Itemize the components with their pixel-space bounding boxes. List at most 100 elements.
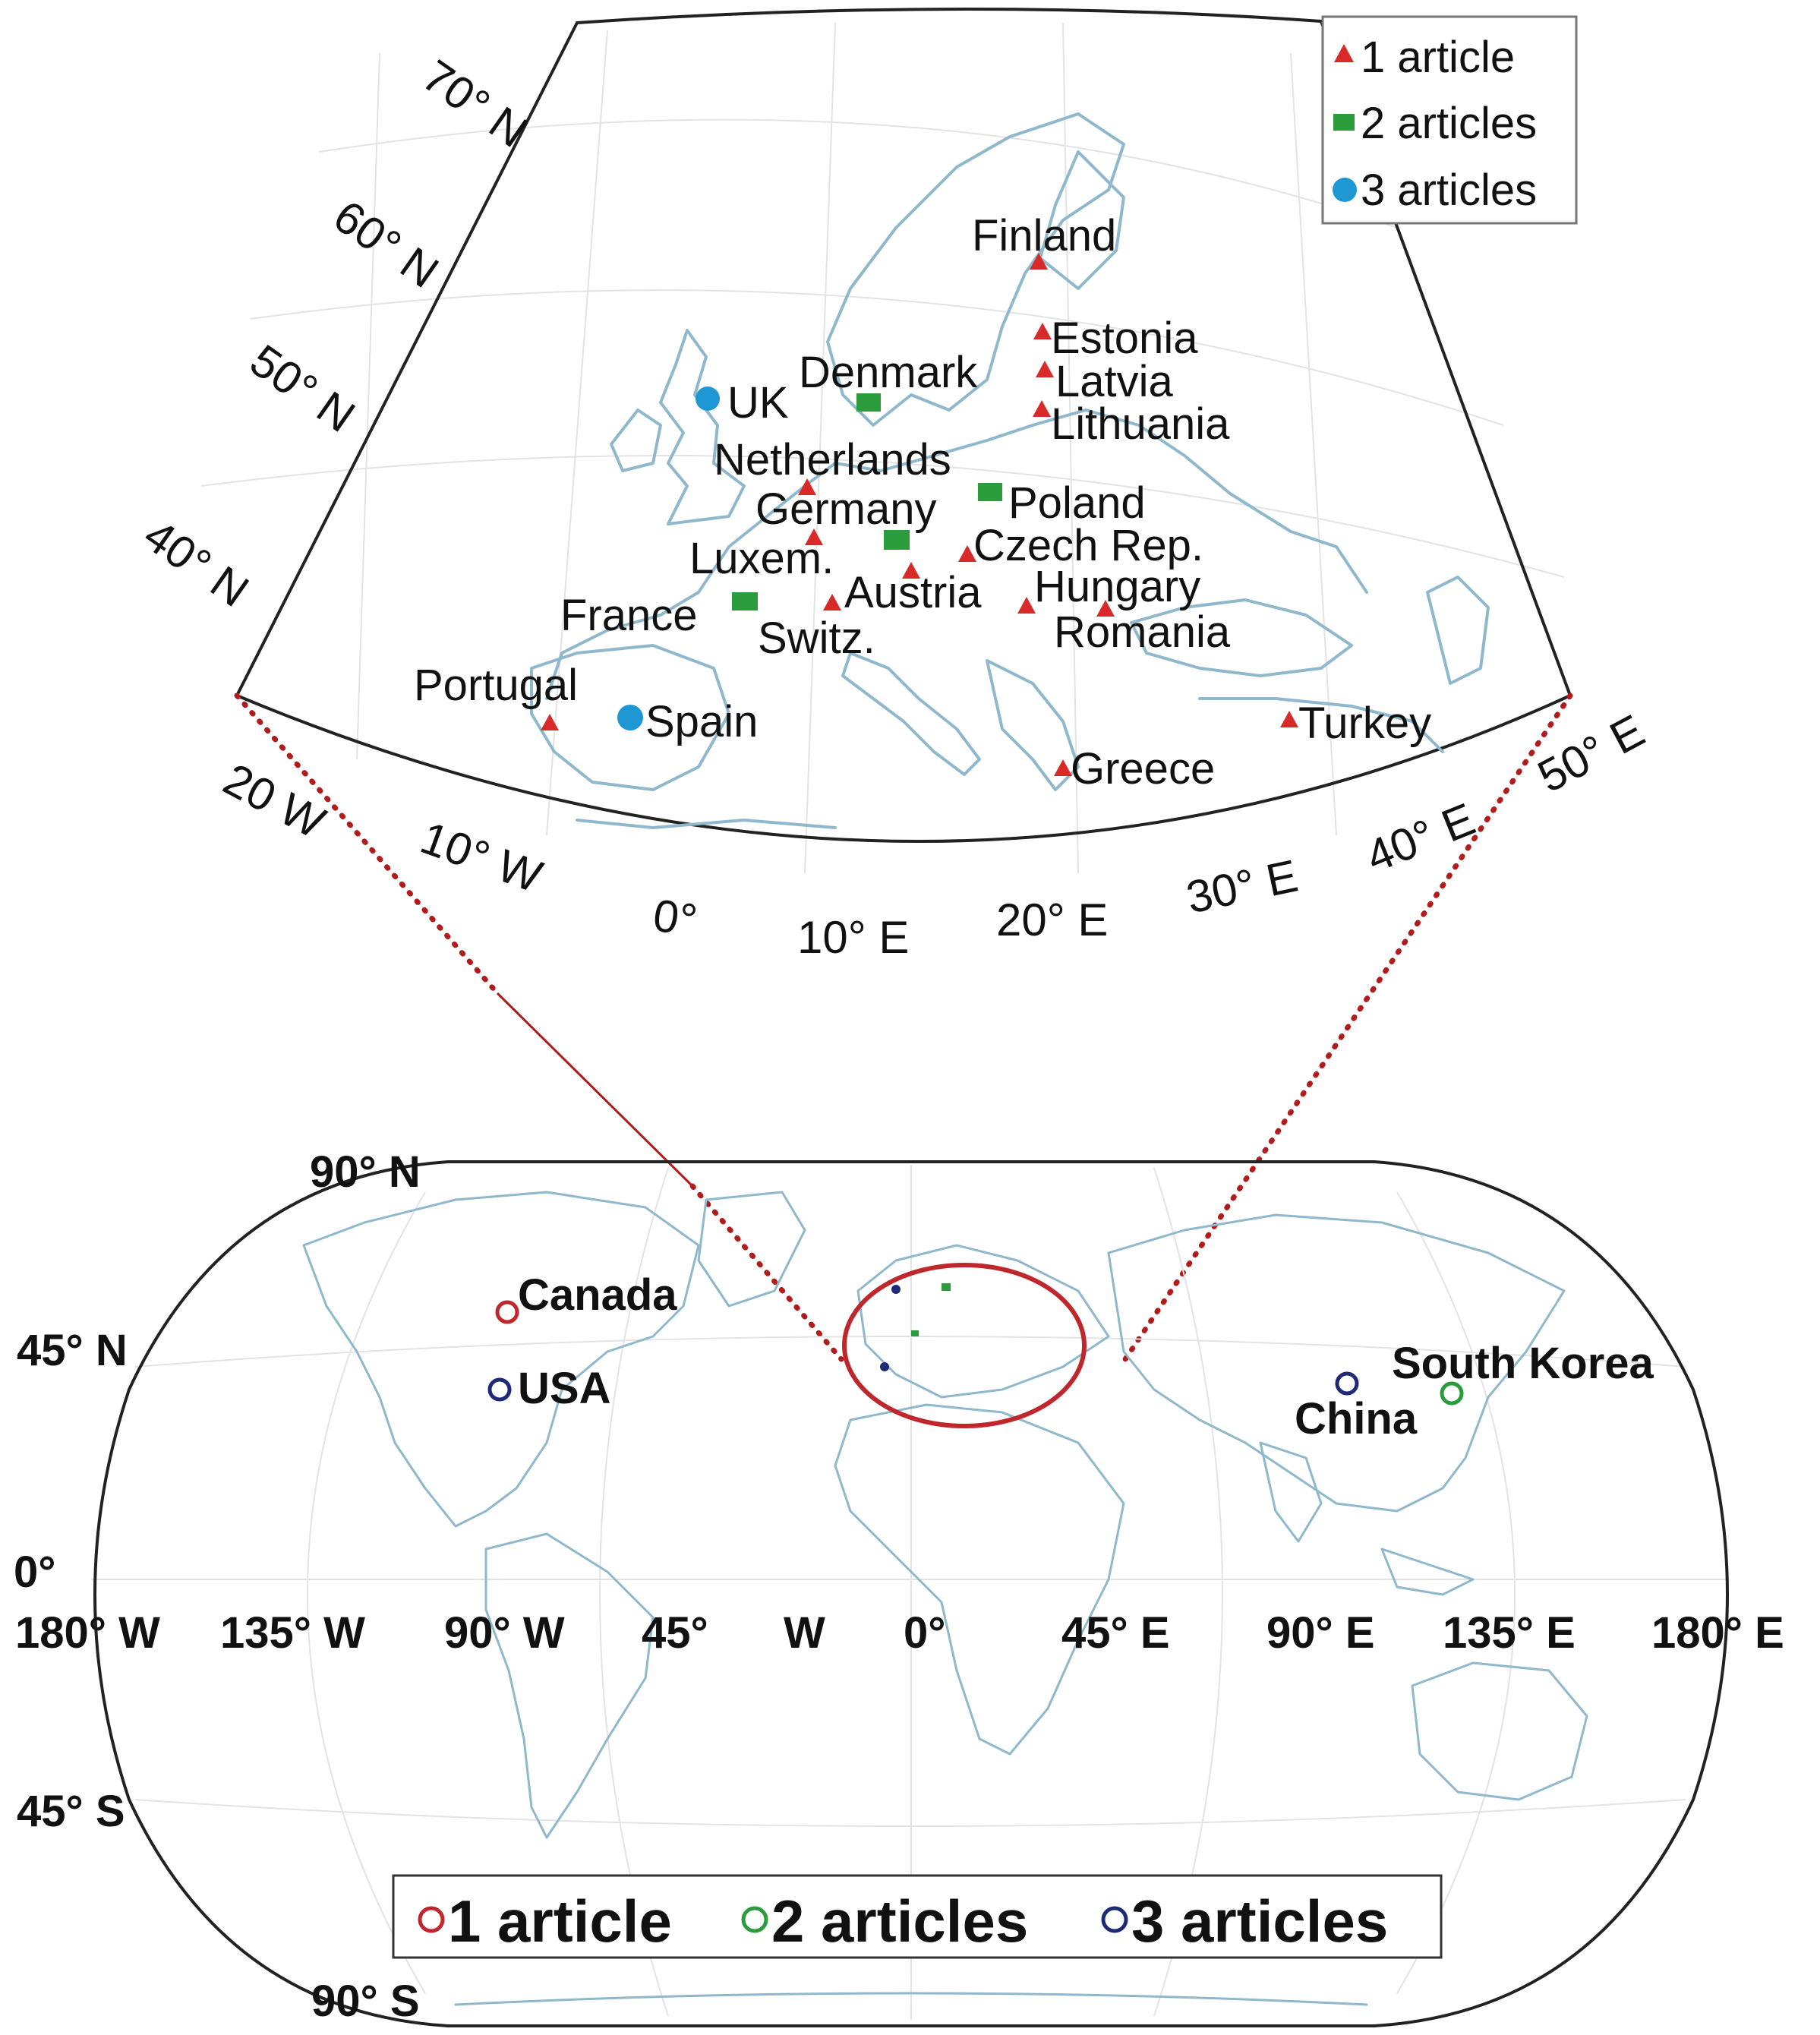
europe-legend-label: 3 articles [1361,166,1537,215]
europe-highlight-ellipse [842,1263,1087,1428]
square-marker-icon [884,530,910,550]
lon-label: 10° W [415,812,549,902]
circle-marker-icon [617,705,643,730]
europe-legend-entry-2: 2 articles [1333,99,1537,148]
country-finland: Finland [972,211,1116,270]
country-label: Romania [1054,607,1231,657]
open-circle-marker-icon [418,1906,445,1933]
europe-inset: 1 article 2 articles 3 articles 70° N 60… [135,8,1652,963]
country-label: Poland [1008,478,1146,528]
lat-label: 0° [14,1548,55,1597]
triangle-marker-icon [805,528,823,545]
lon-label: 30° E [1182,850,1302,923]
lat-label: 60° N [325,191,448,298]
country-canada: Canada [495,1270,677,1324]
country-china: China [1295,1371,1418,1443]
country-usa: USA [487,1364,610,1413]
country-label: Switz. [758,614,875,663]
country-switz: Switz. [758,594,875,663]
lat-label: 90° N [310,1147,421,1197]
country-label: Estonia [1051,314,1198,363]
country-label: China [1295,1394,1418,1443]
europe-graticule [200,22,1565,874]
square-marker-icon [732,592,758,610]
country-label: Germany [755,484,937,534]
europe-coastlines [530,112,1490,829]
triangle-marker-icon [823,594,841,610]
world-legend-label: 3 articles [1131,1888,1388,1955]
world-legend-box [392,1874,1443,1959]
europe-frame [235,8,1572,843]
lon-label: 135° W [220,1608,365,1658]
country-poland: Poland [978,478,1146,528]
country-label: Denmark [799,348,978,397]
country-label: Latvia [1055,357,1174,406]
europe-legend-label: 2 articles [1361,99,1537,148]
lat-label: 70° N [414,50,537,157]
triangle-marker-icon [1280,711,1298,727]
country-label: France [560,591,698,640]
europe-legend-entry-3: 3 articles [1333,166,1537,215]
country-luxem: Luxem. [689,528,834,583]
country-label: Finland [972,211,1116,260]
country-label: Turkey [1298,699,1431,748]
world-legend-label: 2 articles [771,1888,1028,1955]
lat-label: 90° S [311,1977,420,2026]
country-romania: Romania [1054,600,1231,657]
open-circle-marker-icon [1440,1381,1464,1406]
lat-label: 45° N [17,1326,128,1375]
country-denmark: Denmark [799,348,978,412]
europe-legend-label: 1 article [1361,33,1515,82]
country-latvia: Latvia [1036,357,1174,406]
triangle-marker-icon [1054,759,1072,776]
lon-label: W [784,1608,825,1658]
country-label: USA [518,1364,610,1413]
europe-highlight-mini-markers [880,1283,951,1371]
triangle-marker-icon [1334,44,1354,62]
open-circle-marker-icon [1335,1371,1359,1396]
country-label: Lithuania [1051,399,1230,449]
lat-label: 50° N [241,335,364,442]
world-frame [93,1160,1729,2027]
lat-label: 40° N [135,510,258,617]
europe-legend: 1 article 2 articles 3 articles [1321,15,1578,225]
country-turkey: Turkey [1280,699,1431,748]
lon-label: 50° E [1530,705,1653,802]
open-circle-marker-icon [487,1377,512,1402]
country-label: Luxem. [689,534,834,583]
connector-line-left-dotted [234,693,500,996]
triangle-marker-icon [541,714,559,730]
triangle-marker-icon [1030,253,1048,270]
europe-country-markers: Finland Estonia Latvia Lithuania Denmark [414,211,1431,793]
country-label: Greece [1071,744,1215,793]
triangle-marker-icon [798,478,816,495]
lon-label: 90° E [1266,1608,1375,1658]
triangle-marker-icon [1033,323,1052,339]
europe-legend-entry-1: 1 article [1334,33,1515,82]
country-label: Canada [518,1270,677,1320]
country-germany: Germany [755,484,937,550]
lon-label: 90° W [444,1608,565,1658]
triangle-marker-icon [1017,597,1036,614]
lon-label: 20° E [996,894,1108,945]
country-label: Portugal [414,661,578,710]
circle-marker-icon [1333,178,1357,202]
country-czech-rep: Czech Rep. [958,521,1203,570]
triangle-marker-icon [1036,361,1054,377]
lon-label: 10° E [797,912,909,963]
country-label: Czech Rep. [973,521,1203,570]
lon-label: 0° [650,890,700,946]
connector-line-right [1122,693,1573,1362]
country-greece: Greece [1054,744,1215,793]
world-lon-labels: 180° W 135° W 90° W 45° W 0° 45° E 90° E… [15,1608,1784,1658]
lon-label: 135° E [1443,1608,1576,1658]
square-marker-icon [1333,114,1355,131]
open-circle-marker-icon [1101,1906,1128,1933]
world-legend-entry-1: 1 article [418,1888,672,1955]
country-uk: UK [696,378,789,428]
lon-label: 0° [904,1608,945,1658]
square-marker-icon [911,1330,919,1336]
square-marker-icon [978,483,1002,501]
connector-line-left-solid [496,992,694,1188]
europe-lon-labels: 20 W 10° W 0° 10° E 20° E 30° E 40° E 50… [216,705,1652,963]
